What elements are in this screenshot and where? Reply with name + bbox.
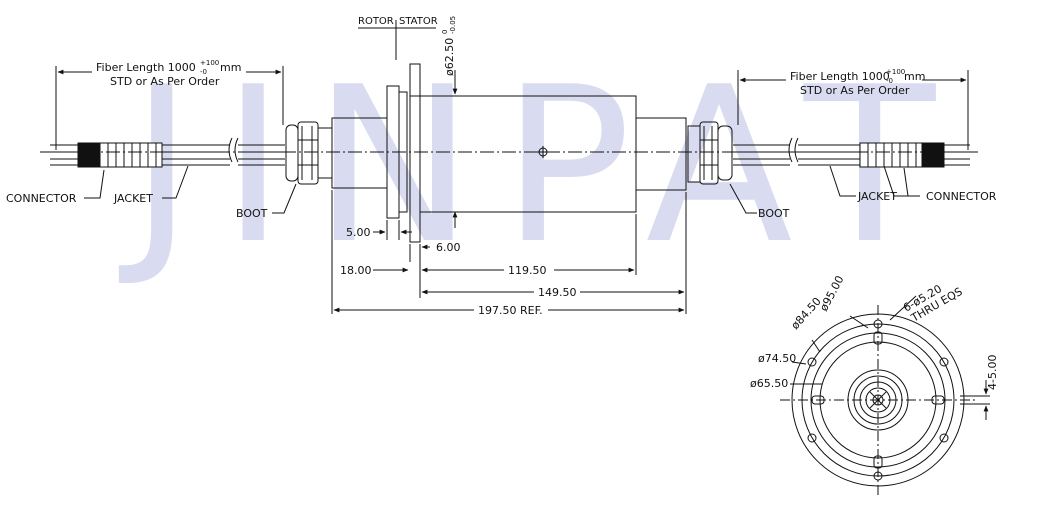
dim-5: 5.00 — [346, 226, 371, 239]
left-connector — [77, 142, 163, 168]
flange-diameter: ø62.50 — [443, 38, 456, 76]
right-boot — [687, 121, 733, 185]
boot-left-label: BOOT — [236, 207, 268, 220]
boot-right-label: BOOT — [758, 207, 790, 220]
end-slots: 4-5.00 — [986, 355, 999, 390]
right-fiber-length: Fiber Length 1000 — [790, 70, 890, 83]
rotor-label: ROTOR — [358, 16, 394, 27]
dim-149-5: 149.50 — [538, 286, 577, 299]
dim-119-5: 119.50 — [508, 264, 547, 277]
right-fiber-tol-plus: +100 — [886, 68, 905, 76]
left-fiber-tol-plus: +100 — [200, 59, 219, 67]
dim-6: 6.00 — [436, 241, 461, 254]
jacket-right-label: JACKET — [857, 190, 897, 203]
jacket-left-label: JACKET — [113, 192, 153, 205]
end-dia-84: ø84.50 — [789, 295, 824, 332]
end-view — [780, 295, 990, 495]
left-fiber-unit: mm — [220, 61, 241, 74]
left-fiber-tol-minus: -0 — [200, 68, 207, 76]
flange-tol-minus: -0.05 — [449, 16, 457, 34]
left-fiber-length: Fiber Length 1000 — [96, 61, 196, 74]
stator-label: STATOR — [399, 16, 438, 27]
right-fiber-tol-minus: -0 — [886, 77, 893, 85]
connector-right-label: CONNECTOR — [926, 190, 997, 203]
right-fiber-unit: mm — [904, 70, 925, 83]
dim-197-5: 197.50 REF. — [478, 304, 543, 317]
connector-left-label: CONNECTOR — [6, 192, 77, 205]
flange-tol-plus: 0 — [441, 30, 449, 34]
dim-18: 18.00 — [340, 264, 372, 277]
right-connector — [859, 142, 945, 168]
end-dia-74: ø74.50 — [758, 352, 796, 365]
left-fiber-std: STD or As Per Order — [110, 75, 220, 88]
end-dia-65: ø65.50 — [750, 377, 788, 390]
right-fiber-std: STD or As Per Order — [800, 84, 910, 97]
